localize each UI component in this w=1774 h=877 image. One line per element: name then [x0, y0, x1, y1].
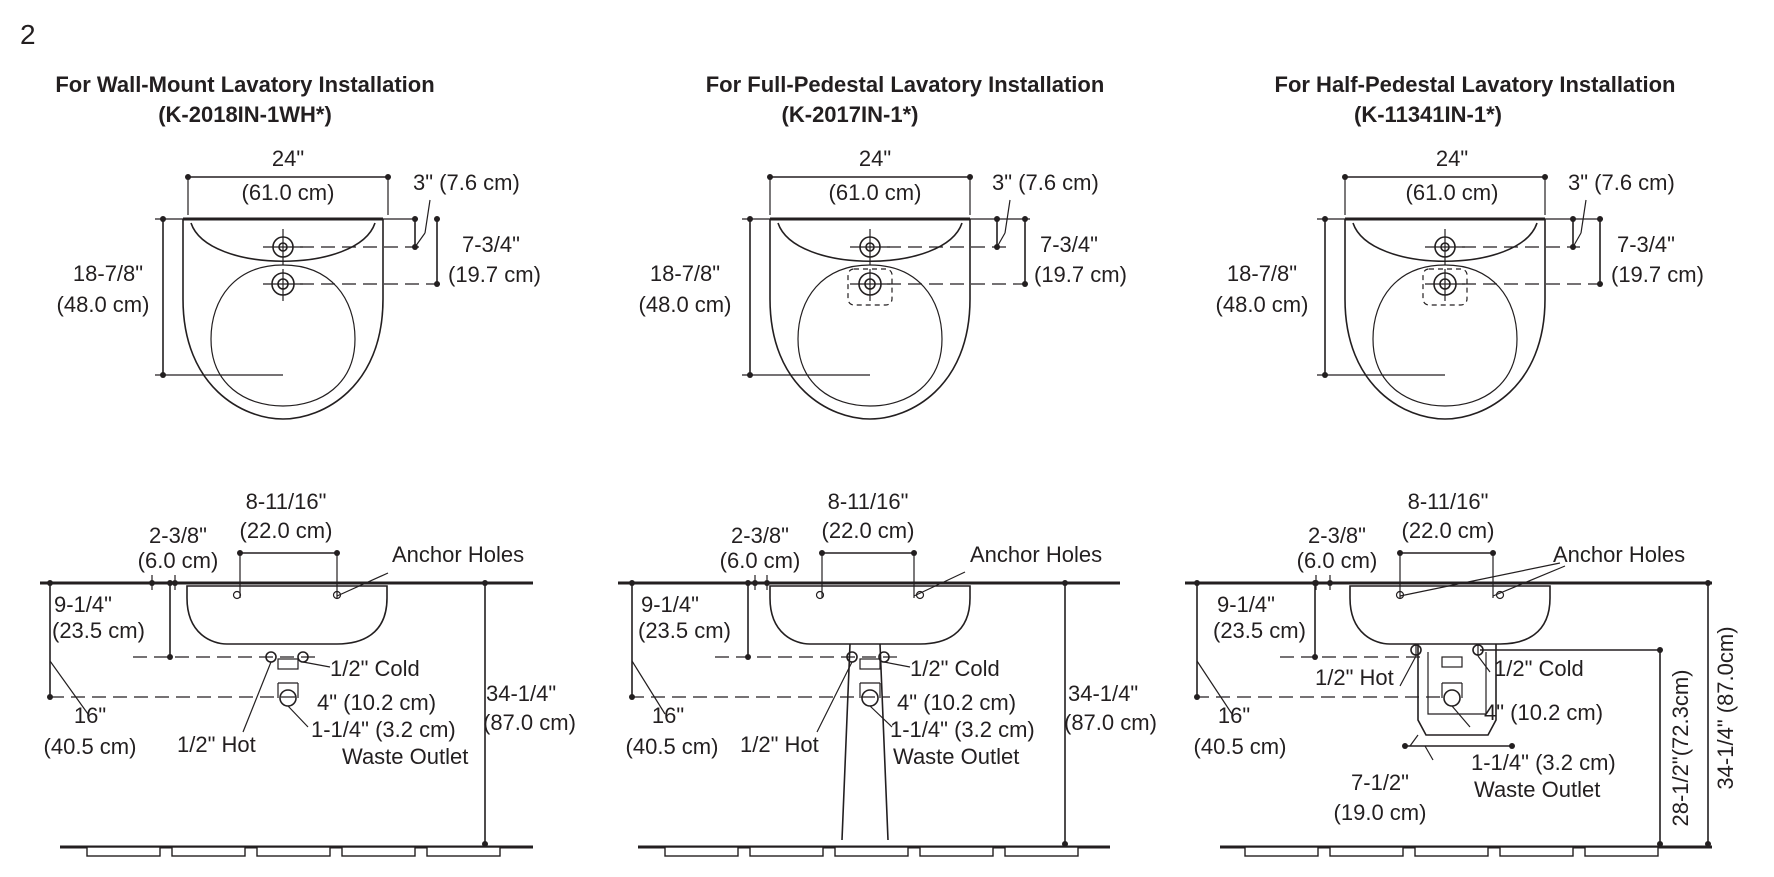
waste-height-inches: 16" [74, 703, 106, 728]
anchor-offset-inches: 2-3/8" [731, 523, 789, 548]
width-inches: 24" [859, 146, 891, 171]
anchor-holes-label: Anchor Holes [970, 542, 1102, 567]
width-inches: 24" [272, 146, 304, 171]
anchor-spacing-cm: (22.0 cm) [1402, 518, 1495, 543]
panel-model: (K-11341IN-1*) [1354, 102, 1502, 127]
hot-supply-label: 1/2" Hot [177, 732, 256, 757]
depth-cm: (48.0 cm) [57, 292, 150, 317]
depth-inches: 18-7/8" [650, 261, 720, 286]
waste-height-cm: (40.5 cm) [626, 734, 719, 759]
side-view-drawing [618, 550, 1120, 857]
top-view-drawing [155, 174, 440, 421]
anchor-spacing-inches: 8-11/16" [1408, 489, 1489, 514]
anchor-spacing-cm: (22.0 cm) [822, 518, 915, 543]
hot-supply-label: 1/2" Hot [740, 732, 819, 757]
supply-spacing-label: 4" (10.2 cm) [1484, 700, 1603, 725]
total-height-inches: 34-1/4" [486, 681, 556, 706]
panel-title: For Wall-Mount Lavatory Installation [55, 72, 434, 97]
waste-height-inches: 16" [652, 703, 684, 728]
anchor-offset-inches: 2-3/8" [1308, 523, 1366, 548]
side-view-drawing [40, 550, 533, 857]
half-pedestal-panel: For Half-Pedestal Lavatory Installation … [1185, 72, 1738, 857]
depth-cm: (48.0 cm) [639, 292, 732, 317]
width-inches: 24" [1436, 146, 1468, 171]
pedestal-width-inches: 7-1/2" [1351, 770, 1409, 795]
supply-drop-cm: (23.5 cm) [638, 618, 731, 643]
depth-inches: 18-7/8" [1227, 261, 1297, 286]
width-cm: (61.0 cm) [829, 180, 922, 205]
panel-title: For Full-Pedestal Lavatory Installation [706, 72, 1105, 97]
pedestal-width-cm: (19.0 cm) [1334, 800, 1427, 825]
anchor-offset-cm: (6.0 cm) [1297, 548, 1378, 573]
supply-drop-cm: (23.5 cm) [1213, 618, 1306, 643]
waste-height-inches: 16" [1218, 703, 1250, 728]
total-height-inches: 34-1/4" [1068, 681, 1138, 706]
supply-drop-inches: 9-1/4" [641, 592, 699, 617]
hole-spacing-inches: 7-3/4" [1617, 232, 1675, 257]
waste-size-label: 1-1/4" (3.2 cm) [311, 717, 456, 742]
top-view-drawing [742, 174, 1030, 421]
pedestal-height-label: 28-1/2"(72.3cm) [1668, 670, 1693, 827]
anchor-offset-inches: 2-3/8" [149, 523, 207, 548]
cold-supply-label: 1/2" Cold [330, 656, 420, 681]
supply-drop-inches: 9-1/4" [54, 592, 112, 617]
cold-supply-label: 1/2" Cold [910, 656, 1000, 681]
rim-dimension: 3" (7.6 cm) [413, 170, 520, 195]
waste-height-cm: (40.5 cm) [44, 734, 137, 759]
total-height-cm: (87.0 cm) [1064, 710, 1157, 735]
cold-supply-label: 1/2" Cold [1494, 656, 1584, 681]
anchor-spacing-cm: (22.0 cm) [240, 518, 333, 543]
hole-spacing-inches: 7-3/4" [1040, 232, 1098, 257]
hole-spacing-inches: 7-3/4" [462, 232, 520, 257]
panel-model: (K-2018IN-1WH*) [158, 102, 332, 127]
panel-model: (K-2017IN-1*) [782, 102, 919, 127]
anchor-holes-label: Anchor Holes [1553, 542, 1685, 567]
anchor-offset-cm: (6.0 cm) [138, 548, 219, 573]
waste-outlet-label: Waste Outlet [342, 744, 468, 769]
top-view-drawing [1317, 174, 1603, 421]
rim-dimension: 3" (7.6 cm) [1568, 170, 1675, 195]
step-number: 2 [20, 19, 36, 50]
hole-spacing-cm: (19.7 cm) [1611, 262, 1704, 287]
depth-inches: 18-7/8" [73, 261, 143, 286]
supply-spacing-label: 4" (10.2 cm) [317, 690, 436, 715]
depth-cm: (48.0 cm) [1216, 292, 1309, 317]
wall-mount-panel: For Wall-Mount Lavatory Installation (K-… [40, 72, 576, 857]
supply-drop-cm: (23.5 cm) [52, 618, 145, 643]
anchor-offset-cm: (6.0 cm) [720, 548, 801, 573]
waste-size-label: 1-1/4" (3.2 cm) [890, 717, 1035, 742]
side-view-drawing [1185, 550, 1712, 857]
supply-spacing-label: 4" (10.2 cm) [897, 690, 1016, 715]
waste-size-label: 1-1/4" (3.2 cm) [1471, 750, 1616, 775]
anchor-spacing-inches: 8-11/16" [828, 489, 909, 514]
full-pedestal-panel: For Full-Pedestal Lavatory Installation … [618, 72, 1157, 857]
total-height-cm: (87.0 cm) [483, 710, 576, 735]
total-height-label: 34-1/4" (87.0cm) [1713, 626, 1738, 789]
waste-outlet-label: Waste Outlet [1474, 777, 1600, 802]
width-cm: (61.0 cm) [1406, 180, 1499, 205]
width-cm: (61.0 cm) [242, 180, 335, 205]
anchor-spacing-inches: 8-11/16" [246, 489, 327, 514]
anchor-holes-label: Anchor Holes [392, 542, 524, 567]
hot-supply-label: 1/2" Hot [1315, 665, 1394, 690]
waste-outlet-label: Waste Outlet [893, 744, 1019, 769]
hole-spacing-cm: (19.7 cm) [448, 262, 541, 287]
waste-height-cm: (40.5 cm) [1194, 734, 1287, 759]
rim-dimension: 3" (7.6 cm) [992, 170, 1099, 195]
panel-title: For Half-Pedestal Lavatory Installation [1275, 72, 1676, 97]
supply-drop-inches: 9-1/4" [1217, 592, 1275, 617]
hole-spacing-cm: (19.7 cm) [1034, 262, 1127, 287]
